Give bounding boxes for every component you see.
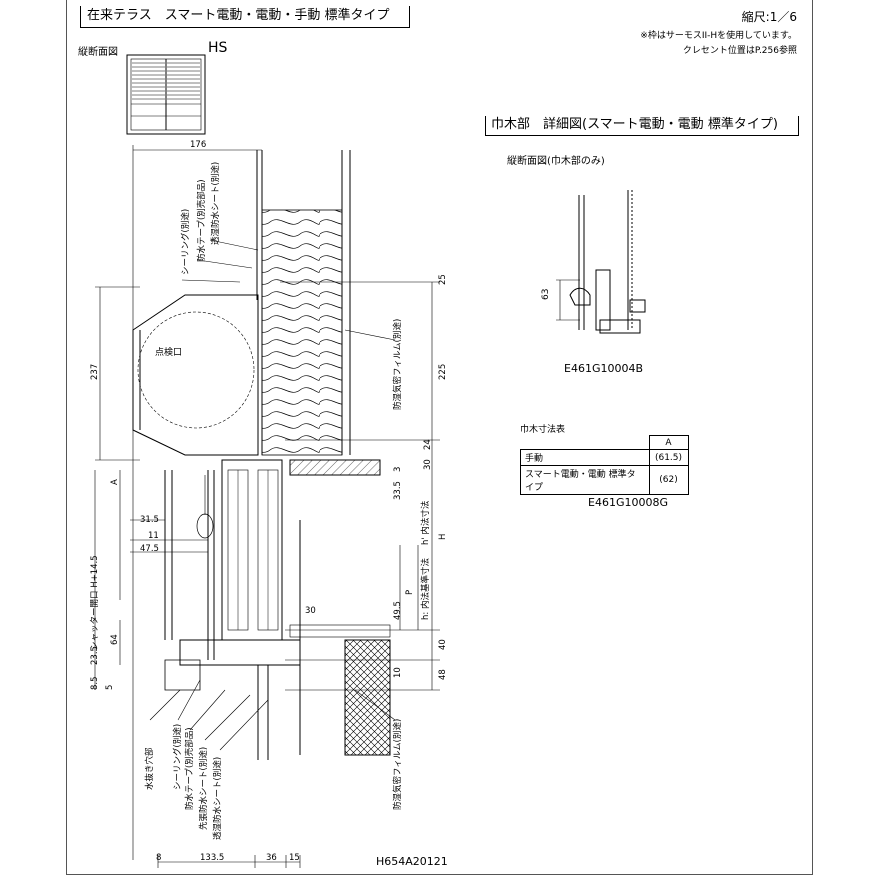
drain-hole-label: 水抜き穴部: [144, 747, 155, 790]
dimension-lines: [94, 145, 440, 868]
inner-h-label: h' 内法寸法: [420, 501, 431, 545]
table-row: スマート電動・電動 標準タイプ (62): [520, 465, 689, 495]
detail-subtitle: 縦断面図(巾木部のみ): [507, 156, 605, 167]
detail-code: E461G10004B: [564, 362, 644, 375]
dim-b133-5: 133.5: [200, 853, 224, 863]
dim-30a: 30: [423, 459, 433, 470]
table-caption: 巾木寸法表: [520, 425, 566, 435]
top-film-label: 防湿気密フィルム(別途): [392, 319, 403, 410]
baseboard-detail: [556, 190, 646, 334]
top-sealing-label: シーリング(別途): [180, 209, 191, 275]
dim-h: H: [438, 534, 448, 540]
bottom-sheet2-label: 透湿防水シート(別途): [212, 757, 223, 840]
dimension-texts: 176 237 25 225 24 3 30 33.5 H 30 49.5 40…: [90, 140, 448, 863]
note-frame: ※枠はサーモスII-Hを使用しています。: [640, 31, 797, 41]
dim-5: 5: [105, 685, 115, 690]
bottom-sealing-label: シーリング(別途): [172, 724, 183, 790]
dim-237: 237: [90, 364, 100, 380]
drawing-code: H654A20121: [376, 855, 448, 868]
section-label: 縦断面図: [78, 47, 118, 58]
bottom-tape-label: 防水テープ(別売部品): [184, 727, 195, 810]
dim-30b: 30: [305, 606, 316, 616]
dim-176: 176: [190, 140, 206, 150]
table-row-label: スマート電動・電動 標準タイプ: [520, 465, 650, 495]
baseboard-table: A 手動 (61.5) スマート電動・電動 標準タイプ (62): [520, 435, 689, 495]
main-section: [132, 150, 391, 760]
dim-a: A: [110, 479, 120, 485]
dim-33-5: 33.5: [393, 481, 403, 500]
annotation-labels: 点検口 シャッター開口 H+14.5 h: 内法基準寸法 h' 内法寸法 シーリ…: [90, 162, 431, 840]
dim-64: 64: [110, 634, 120, 645]
top-tape-label: 防水テープ(別売部品): [196, 179, 207, 262]
dim-b36: 36: [266, 853, 277, 863]
dim-10: 10: [393, 667, 403, 678]
dim-23-5: 23.5: [90, 646, 100, 665]
detail-title: 巾木部 詳細図(スマート電動・電動 標準タイプ): [485, 116, 799, 136]
dim-11: 11: [148, 531, 159, 541]
page-title: 在来テラス スマート電動・電動・手動 標準タイプ: [80, 6, 410, 28]
product-code: HS: [208, 40, 228, 56]
dim-b15: 15: [289, 853, 300, 863]
scale-label: 縮尺:1／6: [741, 10, 797, 24]
dim-47-5: 47.5: [140, 544, 159, 554]
dim-49-5: 49.5: [393, 601, 403, 620]
table-row-value: (62): [648, 465, 689, 495]
inner-std-label: h: 内法基準寸法: [420, 558, 431, 620]
drawing-frame: [66, 0, 813, 875]
note-crescent: クレセント位置はP.256参照: [682, 46, 797, 56]
dim-25: 25: [438, 274, 448, 285]
dim-225: 225: [438, 364, 448, 380]
shutter-opening-label: シャッター開口 H+14.5: [90, 555, 100, 650]
top-sheet-label: 透湿防水シート(別途): [210, 162, 221, 245]
table-code: E461G10008G: [588, 496, 668, 509]
hs-thumbnail: [126, 54, 206, 135]
dim-48: 48: [438, 669, 448, 680]
dim-40: 40: [438, 639, 448, 650]
dim-b8: 8: [156, 853, 161, 863]
bottom-film-label: 防湿気密フィルム(別途): [392, 719, 403, 810]
dim-p: P: [405, 590, 415, 595]
dim-24: 24: [423, 439, 433, 450]
dim-3: 3: [393, 467, 403, 472]
inspection-label: 点検口: [155, 346, 182, 358]
bottom-sheet-label: 先張防水シート(別途): [198, 747, 209, 830]
dim-8-5: 8.5: [90, 676, 100, 690]
dim-31-5: 31.5: [140, 515, 159, 525]
detail-dim-63: 63: [541, 289, 551, 300]
